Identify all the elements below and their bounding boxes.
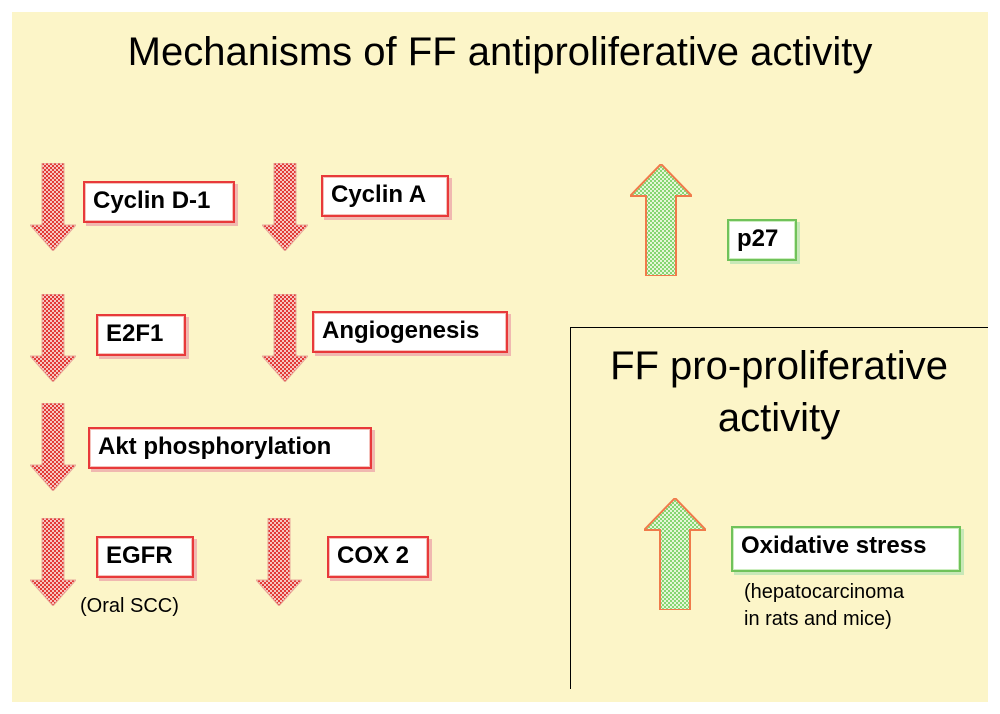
note-line1: (hepatocarcinoma [744,581,905,603]
e2f1-label: E2F1 [96,314,186,356]
panel-divider-vertical [570,327,571,689]
note-line2: in rats and mice) [744,608,892,630]
oxidative-stress-label: Oxidative stress [731,526,961,572]
egfr-label: EGFR [96,536,194,578]
slide-background [12,12,988,702]
down-arrow-icon [256,518,302,606]
akt-phosphorylation-label: Akt phosphorylation [88,427,372,469]
pro-title-line1: FF pro-proliferative [610,344,948,388]
down-arrow-icon [262,163,308,251]
down-arrow-icon [30,294,76,382]
up-arrow-icon [644,498,706,610]
panel-divider-horizontal [570,327,988,328]
slide-title: Mechanisms of FF antiproliferative activ… [127,30,873,74]
pro-title-line2: activity [717,396,841,440]
up-arrow-icon [630,164,692,276]
angiogenesis-label: Angiogenesis [312,311,508,353]
egfr-note: (Oral SCC) [80,595,179,617]
down-arrow-icon [30,163,76,251]
p27-label: p27 [727,219,797,261]
down-arrow-icon [30,403,76,491]
cyclin-d1-label: Cyclin D-1 [83,181,235,223]
oxidative-stress-note: (hepatocarcinoma in rats and mice) [744,579,904,633]
cyclin-a-label: Cyclin A [321,175,449,217]
cox2-label: COX 2 [327,536,429,578]
pro-proliferative-title: FF pro-proliferative activity [570,340,988,444]
down-arrow-icon [262,294,308,382]
down-arrow-icon [30,518,76,606]
